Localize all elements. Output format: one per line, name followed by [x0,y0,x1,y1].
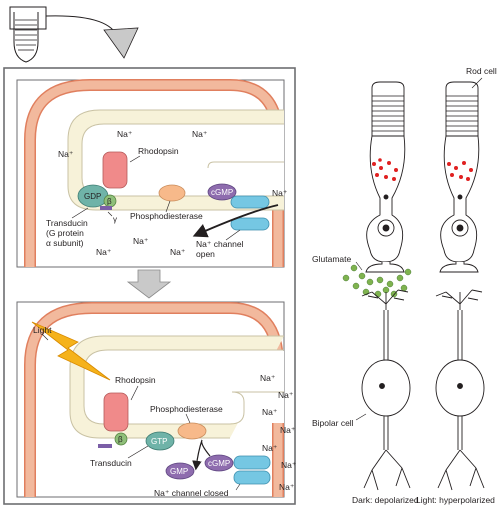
transducin-label-line1: Transducin [46,218,88,228]
na-ion: Na⁺ [260,373,276,383]
na-ion: Na⁺ [262,407,278,417]
rhodopsin-label-bottom: Rhodopsin [115,375,156,385]
na-ion: Na⁺ [272,188,288,198]
light-caption: Light: hyperpolarized [416,495,495,505]
rhodopsin-label-top: Rhodopsin [138,146,179,156]
cgmp-top [207,183,237,201]
phosphodiesterase-top [158,184,186,202]
gmp-molecule [165,462,195,480]
glutamate-label: Glutamate [312,254,351,264]
dark-caption: Dark: depolarized [352,495,419,505]
phosphodiesterase-bottom [177,422,207,440]
cgmp-to-gmp-arrow [192,439,211,471]
transducin-label-bottom: Transducin [90,458,132,468]
zoom-arrow [45,15,139,59]
bipolar-cell-label: Bipolar cell [312,418,354,428]
gamma-subunit-top [100,206,112,210]
rod-cell-light [439,81,480,273]
rod-cell-label: Rod cell [466,66,497,76]
transition-arrow [126,269,172,299]
beta-subunit-bottom [114,432,128,446]
transducin-label-line3: α subunit) [46,238,84,248]
zoom-box [9,6,47,30]
na-channel-open-upper [230,195,270,209]
rhodopsin-top [102,151,128,189]
na-ion: Na⁺ [262,443,278,453]
light-label: Light [33,325,52,335]
na-ion: Na⁺ [278,390,294,400]
phosphodiesterase-label-top: Phosphodiesterase [130,211,203,221]
gamma-subunit-bottom [98,444,112,448]
gamma-label-top: γ [113,215,117,224]
cgmp-label-bottom: cGMP [208,459,230,468]
na-influx-arrow [192,204,279,238]
bipolar-cell-light [435,289,485,491]
na-ion: Na⁺ [117,129,133,139]
na-ion: Na⁺ [133,236,149,246]
gtp-label: GTP [151,437,167,446]
phosphodiesterase-label-bottom: Phosphodiesterase [150,404,223,414]
red-vesicles [372,158,398,181]
na-ion: Na⁺ [170,247,186,257]
channel-open-label-line2: open [196,249,215,259]
lightning-bolt-icon [31,321,111,381]
cgmp-label-top: cGMP [211,188,233,197]
red-vesicles [447,161,473,181]
top-panel: Rhodopsin GDP β γ Transducin (G protein … [16,79,288,268]
rhodopsin-bottom [103,392,129,432]
na-channel-open-lower [230,217,270,231]
na-channel-closed-lower [233,470,271,485]
bipolar-cell-dark [361,289,411,491]
beta-label-bottom: β [118,435,123,444]
cgmp-bottom [204,454,234,472]
channel-open-label-line1: Na⁺ channel [196,239,244,249]
thumbnail-rod [9,6,47,63]
na-ion: Na⁺ [96,247,112,257]
transducin-label-line2: (G protein [46,228,84,238]
rod-cell-dark [365,81,406,273]
bottom-panel: Light Rhodopsin Phosphodiesterase β GTP … [16,301,297,498]
gdp-label: GDP [84,192,101,201]
beta-label-top: β [107,197,112,206]
na-ion: Na⁺ [58,149,74,159]
na-ion: Na⁺ [281,460,297,470]
na-ion: Na⁺ [279,482,295,492]
na-ion: Na⁺ [280,425,296,435]
na-channel-closed-upper [233,455,271,470]
na-ion: Na⁺ [192,129,208,139]
gtp-protein [145,431,175,451]
gmp-label: GMP [170,467,188,476]
channel-closed-label: Na⁺ channel closed [154,488,229,498]
